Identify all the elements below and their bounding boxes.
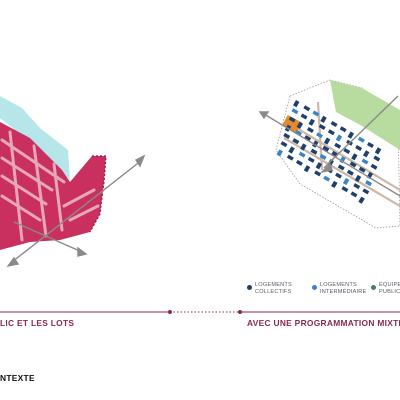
divider-node-left (168, 310, 172, 314)
collective-housing-block (347, 131, 355, 139)
green-space (330, 80, 400, 150)
collective-housing-block (315, 162, 323, 170)
collective-housing-block (320, 115, 327, 123)
collective-housing-block (346, 169, 354, 176)
intermediate-housing-block (335, 134, 343, 142)
legend-dot-collective (247, 285, 252, 290)
collective-housing-block (337, 164, 345, 171)
intermediate-housing-block (316, 132, 323, 139)
intermediate-housing-block (339, 156, 346, 164)
collective-housing-block (343, 147, 351, 154)
collective-housing-blocks (280, 100, 382, 204)
collective-housing-block (318, 123, 326, 131)
collective-housing-block (373, 155, 381, 162)
axis-arrow-right (258, 95, 400, 197)
collective-housing-block (362, 150, 370, 158)
collective-housing-block (358, 166, 366, 173)
collective-housing-block (322, 145, 330, 152)
collective-housing-block (307, 156, 315, 163)
intermediate-housing-block (357, 136, 365, 143)
collective-housing-block (358, 196, 365, 204)
intermediate-housing-block (323, 175, 331, 182)
collective-housing-block (327, 129, 335, 136)
collective-housing-block (283, 132, 291, 139)
collective-housing-block (288, 116, 296, 123)
lots-edge (89, 155, 107, 233)
collective-housing-block (310, 148, 318, 155)
collective-housing-block (300, 143, 307, 151)
intermediate-housing-block (295, 129, 303, 136)
section-label: NTEXTE (0, 373, 35, 383)
collective-housing-block (288, 146, 295, 154)
collective-housing-block (303, 165, 311, 173)
internal-streets (0, 130, 100, 242)
collective-housing-block (335, 172, 343, 179)
collective-housing-block (303, 105, 311, 112)
collective-housing-block (351, 153, 358, 161)
collective-housing-block (330, 121, 338, 128)
intermediate-housing-block (342, 177, 350, 186)
collective-housing-block (312, 140, 319, 148)
legend-collective: LOGEMENTS COLLECTIFS (247, 282, 292, 296)
axis-arrow-left (6, 154, 146, 268)
collective-housing-block (304, 135, 312, 142)
collective-housing-block (323, 137, 331, 145)
collective-housing-block (370, 163, 378, 170)
collective-housing-block (339, 126, 347, 133)
collective-housing-block (350, 191, 358, 198)
collective-housing-block (300, 113, 308, 120)
intermediate-housing-block (276, 149, 283, 157)
intermediate-housing-block (312, 110, 320, 117)
intermediate-housing-blocks (276, 108, 373, 187)
legend-dot-intermediate (312, 285, 317, 290)
collective-housing-block (280, 141, 288, 148)
divider-node-right (238, 310, 242, 314)
intermediate-housing-block (298, 151, 306, 158)
collective-housing-block (353, 183, 361, 190)
collective-housing-block (314, 170, 322, 177)
collective-housing-block (295, 159, 303, 166)
collective-housing-block (308, 118, 315, 126)
collective-housing-block (306, 126, 314, 133)
collective-housing-block (292, 138, 300, 145)
legend-label-intermediate: LOGEMENTS INTERMÉDIAIRE (320, 282, 367, 295)
intermediate-housing-block (365, 180, 373, 187)
collective-housing-block (341, 186, 349, 193)
collective-housing-block (334, 142, 342, 149)
collective-housing-block (331, 180, 338, 189)
collective-housing-block (374, 147, 382, 155)
water-area (0, 96, 70, 180)
collective-housing-block (366, 142, 374, 149)
collective-housing-block (362, 188, 370, 195)
intermediate-housing-block (319, 153, 327, 160)
legend-public: ÉQUIPEMENT PUBLIC (371, 282, 400, 296)
section-divider (0, 310, 400, 314)
legend-intermediate: LOGEMENTS INTERMÉDIAIRE (312, 282, 366, 296)
legend-label-public: ÉQUIPEMENT PUBLIC (379, 282, 400, 295)
caption-left: LIC ET LES LOTS (0, 318, 75, 328)
collective-housing-block (296, 121, 304, 129)
intermediate-housing-block (361, 158, 369, 165)
lots-block (0, 122, 106, 250)
left-plan (0, 96, 146, 268)
collective-housing-block (354, 174, 362, 183)
collective-housing-block (293, 100, 300, 108)
caption-right: AVEC UNE PROGRAMMATION MIXTE, (247, 318, 400, 328)
collective-housing-block (286, 154, 294, 161)
intermediate-housing-block (291, 108, 299, 115)
legend-dot-public (371, 285, 376, 290)
collective-housing-block (355, 144, 363, 152)
public-facility-block (282, 114, 302, 134)
legend-label-collective: LOGEMENTS COLLECTIFS (255, 282, 292, 295)
collective-housing-block (349, 161, 357, 168)
right-plan (258, 79, 400, 229)
